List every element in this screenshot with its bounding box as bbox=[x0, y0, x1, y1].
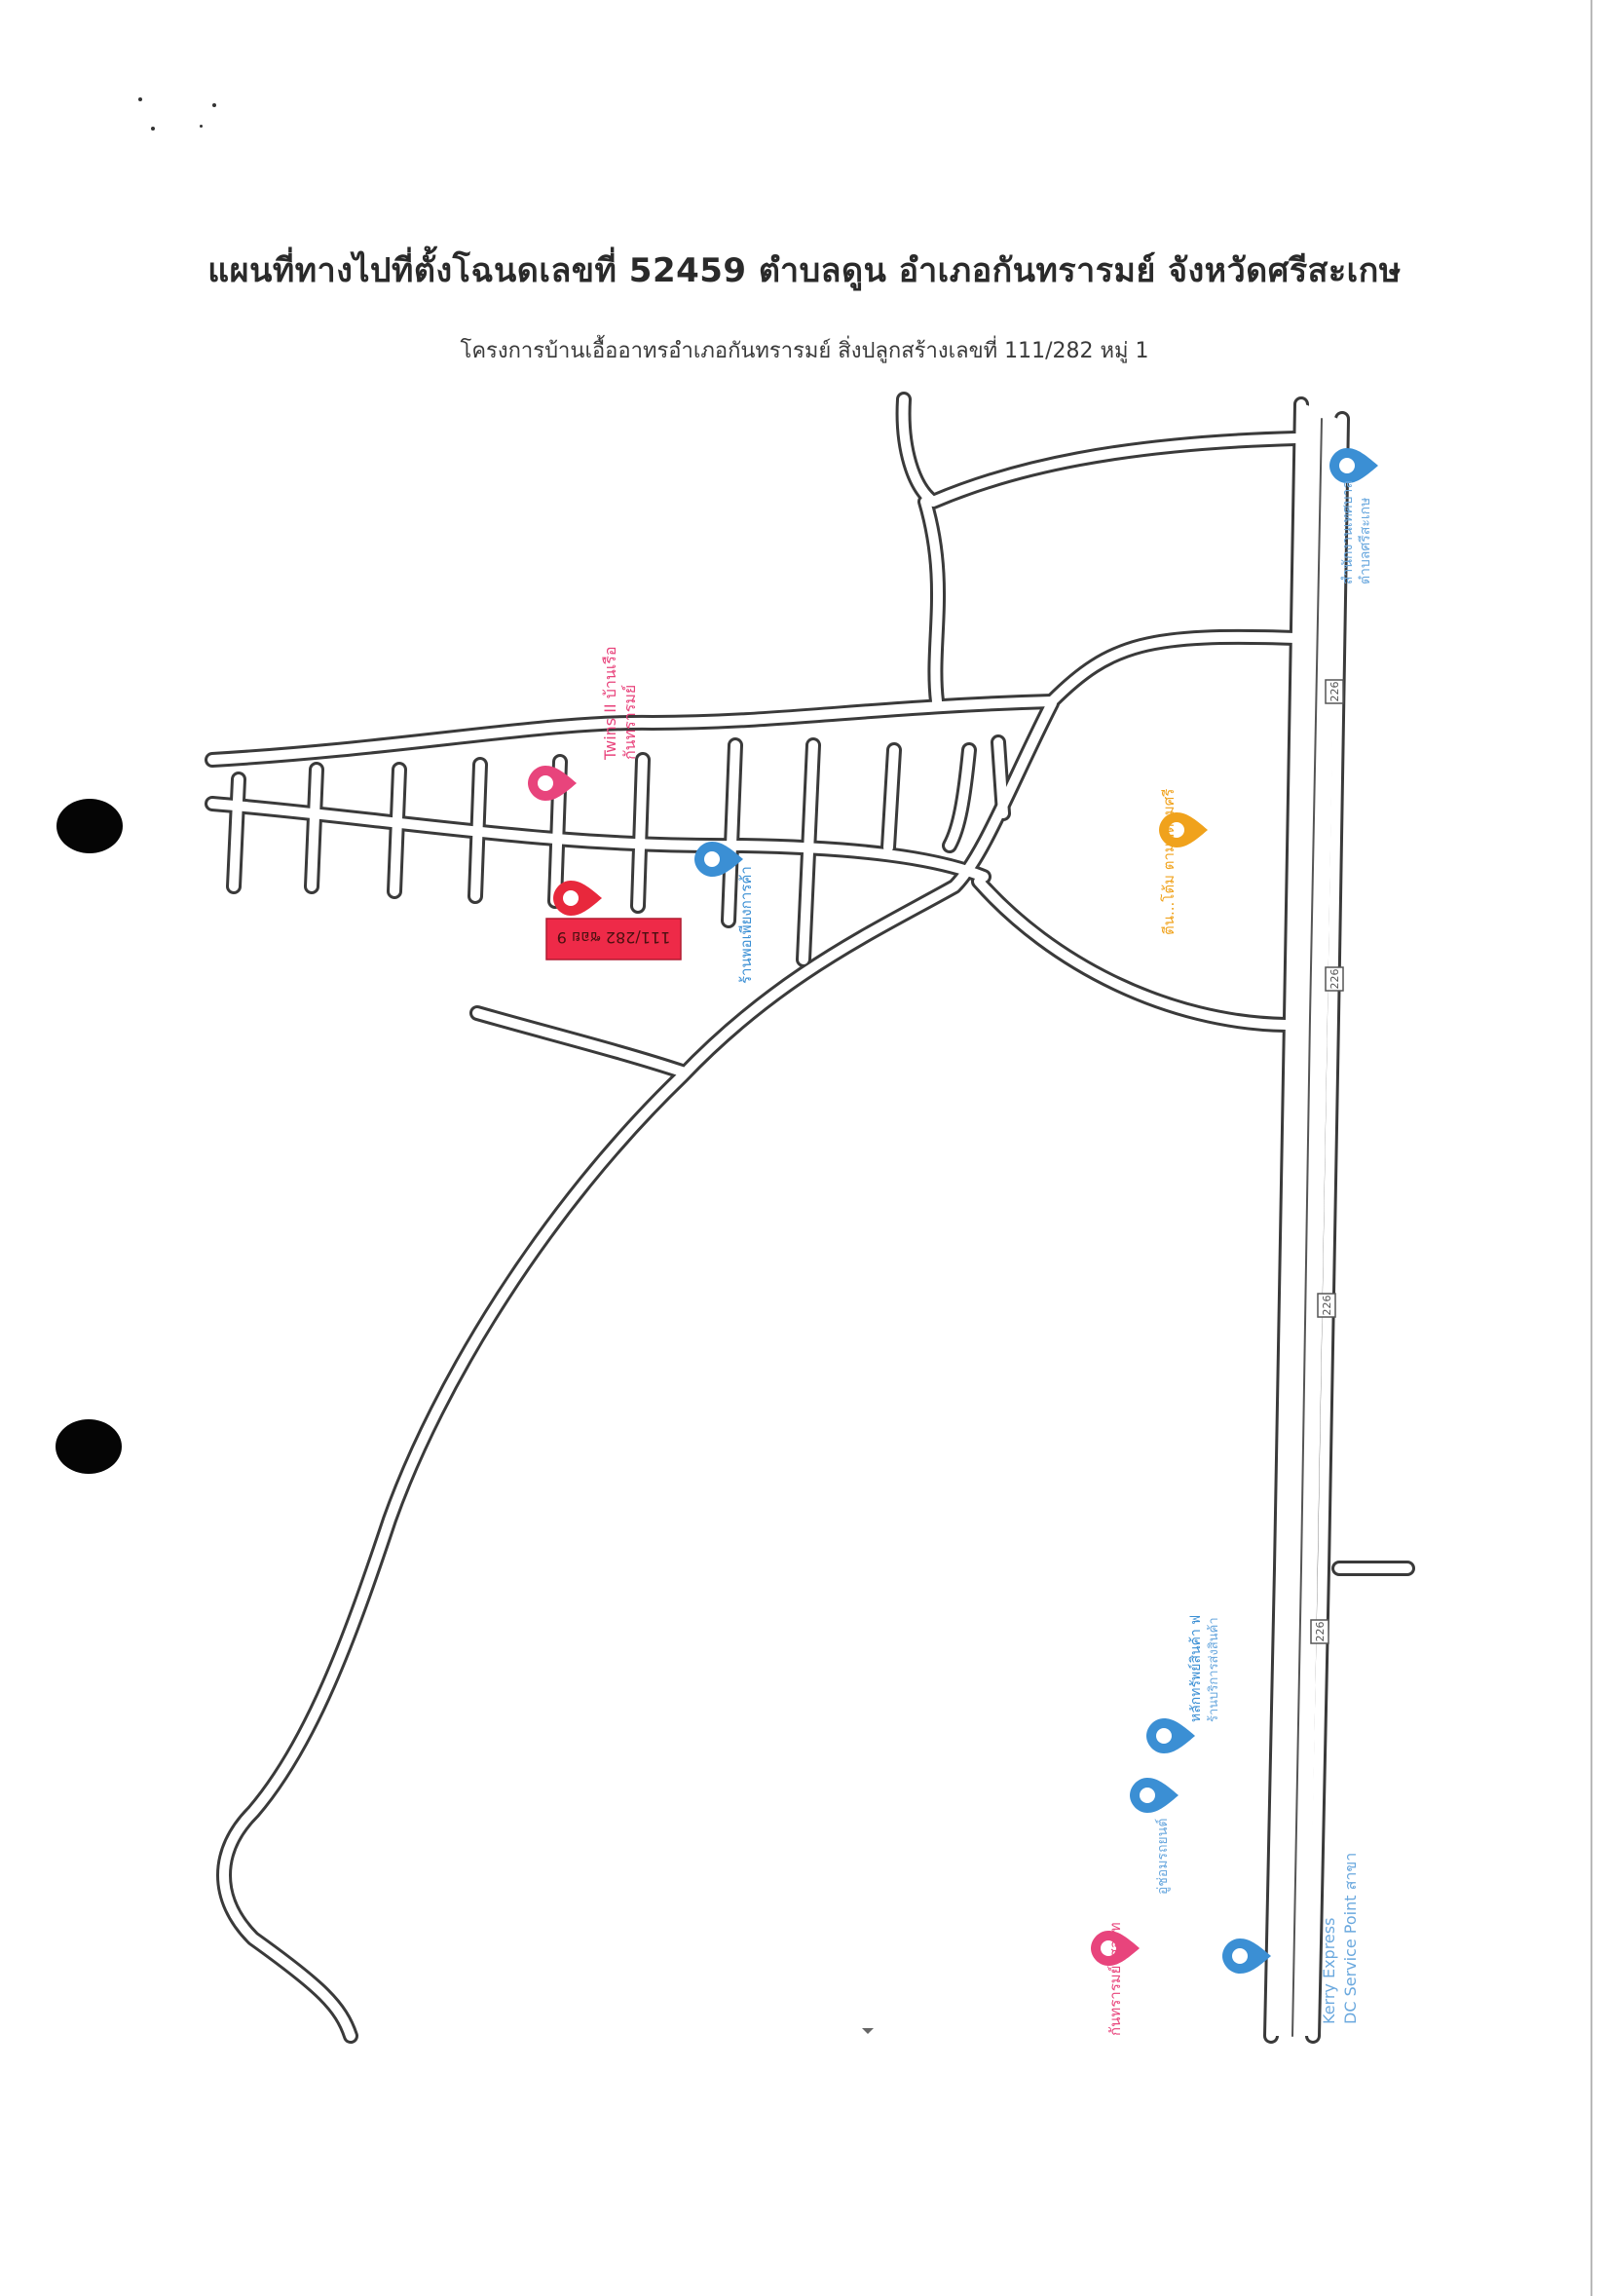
road-network bbox=[205, 392, 1415, 2044]
page-title: แผนที่ทางไปที่ตั้งโฉนดเลขที่ 52459 ตำบลด… bbox=[207, 251, 1402, 290]
poi-twins-label: Twins II บ้านเรือ bbox=[601, 647, 619, 762]
poi-twins-sub: กันทรารมย์ bbox=[620, 685, 639, 760]
poi-garage-label: อู่ช่อมรถยนต์ bbox=[1154, 1819, 1171, 1895]
svg-text:226: 226 bbox=[1328, 969, 1341, 990]
route-shield-icon: 226 bbox=[1317, 1293, 1336, 1318]
target-label: 111/282 ซอย 9 bbox=[557, 928, 671, 947]
poi-garage: อู่ช่อมรถยนต์ bbox=[1130, 1778, 1179, 1895]
poi-shop: ร้านพอเพียงการค้า bbox=[694, 842, 755, 984]
poi-kerry-label: Kerry Express bbox=[1320, 1918, 1338, 2024]
place-pin-icon bbox=[1130, 1778, 1179, 1813]
poi-shop-label: ร้านพอเพียงการค้า bbox=[737, 866, 755, 984]
scan-speck bbox=[200, 125, 203, 128]
svg-text:226: 226 bbox=[1328, 682, 1341, 702]
page-subtitle: โครงการบ้านเอื้ออาทรอำเภอกันทรารมย์ สิ่ง… bbox=[460, 339, 1149, 363]
poi-restaurant: ตีน...โต้ม ตามมีตามศรี bbox=[1159, 789, 1208, 935]
svg-text:226: 226 bbox=[1321, 1296, 1333, 1316]
svg-text:226: 226 bbox=[1314, 1622, 1327, 1642]
poi-top-right-sub: ตำบลศรีสะเกษ bbox=[1358, 498, 1373, 584]
punch-hole bbox=[56, 799, 123, 853]
poi-electric-sub: ร้านบริการส่งสินค้า bbox=[1207, 1617, 1221, 1722]
route-shield-icon: 226 bbox=[1325, 679, 1344, 704]
scan-speck bbox=[151, 127, 155, 131]
page-edge bbox=[1590, 0, 1592, 2296]
scan-speck bbox=[138, 97, 142, 101]
scan-speck bbox=[212, 103, 216, 107]
poi-top-right: สำนักงานเทศบาล ตำบลศรีสะเกษ bbox=[1329, 448, 1378, 584]
poi-hotel: กันทรารมย์รีสอร์ท bbox=[1091, 1922, 1140, 2036]
target-label-box bbox=[545, 918, 682, 960]
poi-kerry: Kerry Express DC Service Point สาขา bbox=[1222, 1853, 1360, 2024]
route-shield-icon: 226 bbox=[1325, 966, 1344, 992]
scan-mark bbox=[862, 2028, 874, 2034]
highway-shields: 226 226 226 226 bbox=[1310, 679, 1344, 1644]
punch-hole bbox=[56, 1419, 122, 1474]
poi-hotel-label: กันทรารมย์รีสอร์ท bbox=[1106, 1922, 1124, 2036]
lodging-icon bbox=[528, 766, 577, 801]
place-pin-icon bbox=[1222, 1938, 1271, 1974]
poi-restaurant-label: ตีน...โต้ม ตามมีตามศรี bbox=[1160, 789, 1178, 935]
poi-twins: Twins II บ้านเรือ กันทรารมย์ bbox=[528, 647, 639, 801]
target-marker: 111/282 ซอย 9 bbox=[545, 881, 682, 960]
poi-kerry-sub: DC Service Point สาขา bbox=[1341, 1853, 1360, 2024]
poi-electric: หลักทรัพย์สินค้า ฟ ร้านบริการส่งสินค้า bbox=[1146, 1615, 1221, 1753]
shop-icon bbox=[1146, 1718, 1195, 1753]
poi-top-right-label: สำนักงานเทศบาล bbox=[1340, 480, 1356, 584]
target-pin-icon bbox=[553, 881, 602, 916]
route-shield-icon: 226 bbox=[1310, 1619, 1329, 1644]
poi-electric-label: หลักทรัพย์สินค้า ฟ bbox=[1187, 1615, 1204, 1722]
place-pin-icon bbox=[1329, 448, 1378, 483]
